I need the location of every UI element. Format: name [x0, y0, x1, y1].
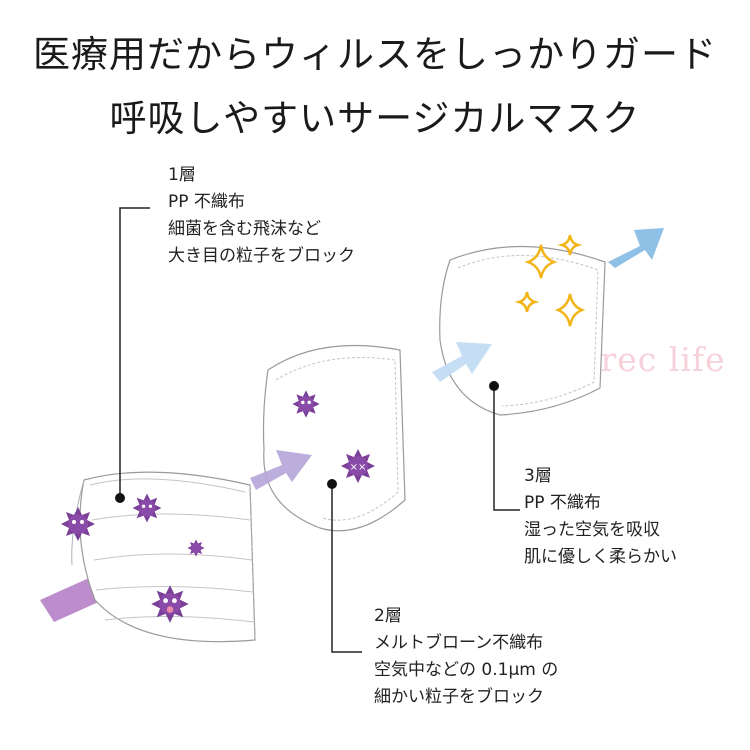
- layer-1-label: 1層 PP 不織布 細菌を含む飛沫など 大き目の粒子をブロック: [168, 162, 355, 270]
- airflow-arrow-blue: [608, 228, 664, 268]
- leader-line-layer-3: [489, 381, 520, 511]
- layer-2-desc-1: 空気中などの 0.1μm の: [374, 660, 559, 680]
- layer-2-desc-2: 細かい粒子をブロック: [374, 687, 544, 707]
- layer-3-desc-2: 肌に優しく柔らかい: [524, 547, 677, 567]
- sparkle-icon: [514, 234, 586, 327]
- headline-line-1: 医療用だからウィルスをしっかりガード: [33, 33, 717, 76]
- layer-1-desc-2: 大き目の粒子をブロック: [168, 246, 355, 266]
- virus-icon: ××: [341, 449, 375, 483]
- layer-2-label: 2層 メルトブローン不織布 空気中などの 0.1μm の 細かい粒子をブロック: [374, 603, 558, 711]
- svg-text:××: ××: [350, 462, 367, 473]
- virus-icon: [151, 585, 189, 623]
- layer-3-title: 3層: [524, 466, 552, 486]
- layer-2-title: 2層: [374, 606, 402, 626]
- mask-layer-2: [262, 344, 406, 532]
- layer-3-material: PP 不織布: [524, 493, 601, 513]
- layer-2-material: メルトブローン不織布: [374, 633, 544, 653]
- headline-line-2: 呼吸しやすいサージカルマスク: [109, 97, 641, 140]
- leader-line-layer-2: [327, 479, 362, 653]
- layer-1-title: 1層: [168, 165, 196, 185]
- layer-1-material: PP 不織布: [168, 192, 245, 212]
- airflow-arrow-light-blue: [432, 342, 492, 382]
- airflow-arrow-lavender: [250, 450, 312, 490]
- layer-1-desc-1: 細菌を含む飛沫など: [168, 219, 321, 239]
- mask-layer-1: [71, 471, 256, 643]
- virus-icon: [187, 539, 205, 557]
- layer-3-desc-1: 湿った空気を吸収: [524, 520, 660, 540]
- virus-icon: [292, 390, 320, 418]
- layer-3-label: 3層 PP 不織布 湿った空気を吸収 肌に優しく柔らかい: [524, 463, 677, 571]
- mask-layer-3: [439, 245, 606, 416]
- leader-line-layer-1: [115, 207, 150, 503]
- virus-icon: [61, 507, 95, 541]
- virus-icon: [132, 493, 162, 523]
